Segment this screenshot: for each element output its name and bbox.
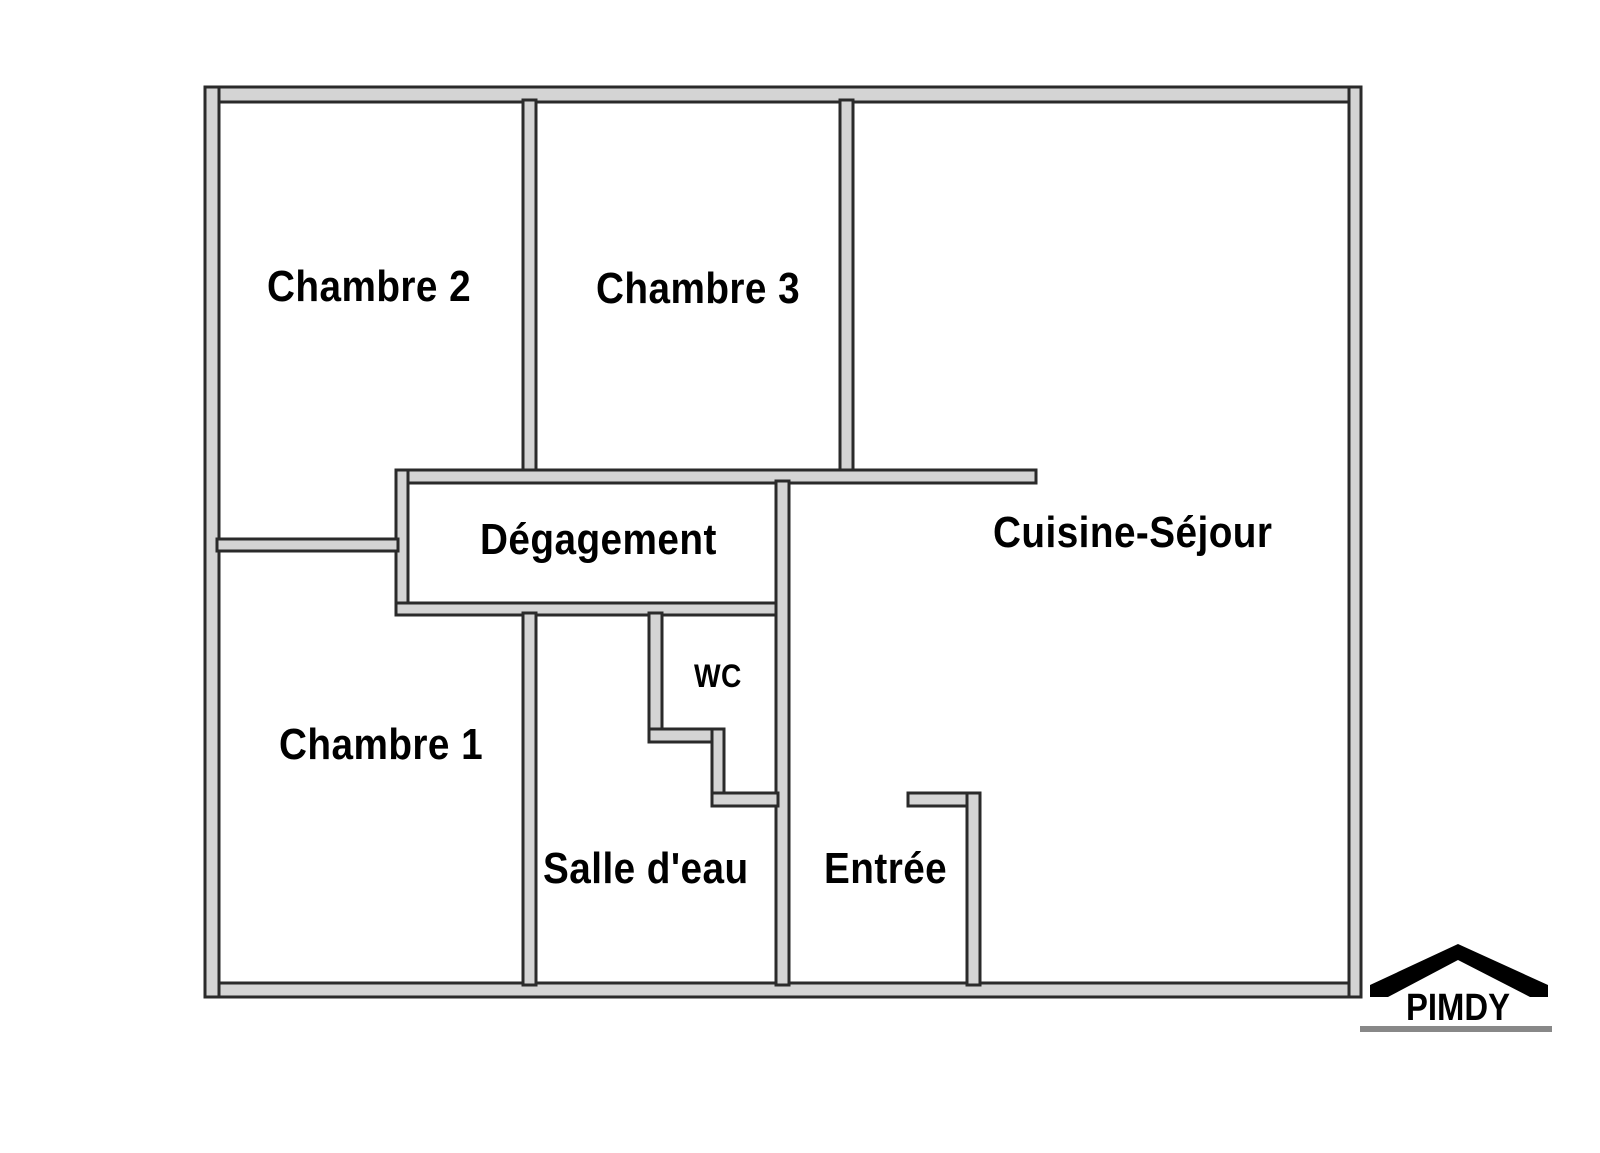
room-label-chambre-1: Chambre 1 [279,720,484,769]
logo-roof-icon [1370,944,1548,997]
logo-underline [1360,1026,1552,1032]
wall-entree-left [774,479,791,987]
wall-wc-1 [647,611,664,744]
outer-wall-right [1347,85,1363,999]
wall-ch1-salle [521,611,538,987]
room-label-degagement: Dégagement [480,515,717,564]
wall-degagement-bottom [394,601,790,617]
wall-entree-v [965,791,982,987]
room-label-cuisine-sejour: Cuisine-Séjour [993,508,1273,557]
room-label-chambre-3: Chambre 3 [596,264,801,313]
wall-wc-4 [710,791,780,808]
walls [203,85,1363,999]
room-label-salle-deau: Salle d'eau [543,844,749,893]
wall-ch3-cuisine [838,98,855,474]
room-label-chambre-2: Chambre 2 [267,262,472,311]
wall-degagement-top [394,468,1038,485]
wall-ch2-ch1 [215,537,400,553]
wall-ch2-ch3 [521,98,538,474]
room-label-wc: WC [694,658,742,694]
room-label-entree: Entrée [824,844,948,893]
logo-text: PIMDY [1406,987,1510,1029]
outer-wall-top [203,85,1363,104]
logo: PIMDY [1360,944,1552,1032]
